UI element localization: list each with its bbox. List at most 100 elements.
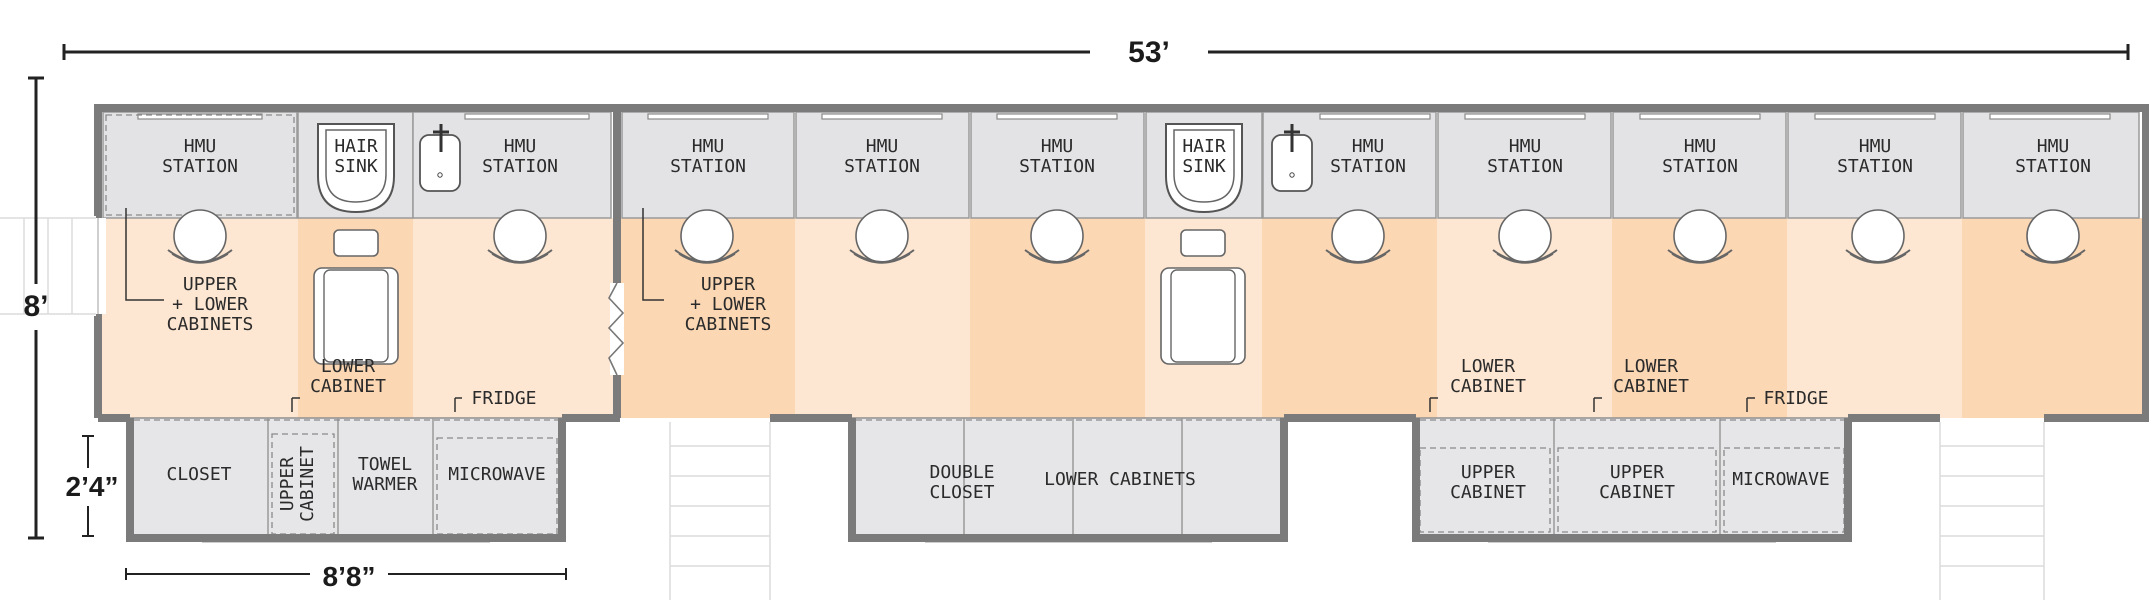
mirror-bar	[647, 113, 769, 120]
mirror-bar	[464, 113, 590, 120]
hmu-station-counter	[795, 111, 970, 219]
overall-length-label: 53’	[1128, 36, 1170, 69]
leader-line	[1593, 397, 1602, 412]
slide-wall	[126, 418, 566, 542]
stool-icon	[1845, 209, 1911, 264]
shampoo-chairs	[313, 229, 1246, 365]
stool-icon	[167, 209, 233, 264]
mirror-bar	[821, 113, 943, 120]
stools	[167, 209, 2086, 264]
faucet-icon	[433, 124, 449, 152]
mirror-bar	[1989, 113, 2111, 120]
stairs-bottom	[1939, 422, 2045, 600]
hair-sink-bowl	[317, 123, 395, 214]
drain-icon	[437, 172, 443, 178]
slide-depth-label: 2’4”	[66, 471, 119, 502]
drain-icon	[1289, 172, 1295, 178]
hmu-station-counter	[970, 111, 1145, 219]
stool-icon	[1667, 209, 1733, 264]
stool-icon	[674, 209, 740, 264]
lower-cabinets-label: LOWER CABINETS	[1044, 469, 1196, 490]
mirror-bar	[1464, 113, 1586, 120]
stool-icon	[2020, 209, 2086, 264]
folding-door-icon	[607, 282, 625, 376]
stool-icon	[1325, 209, 1391, 264]
stairs-bottom	[669, 422, 771, 600]
mirror-bar	[1814, 113, 1936, 120]
slide-out-box	[1415, 417, 1849, 537]
stool-icon	[849, 209, 915, 264]
mirror-bar	[1319, 113, 1431, 120]
entry-stairs	[0, 216, 96, 316]
hair-sink-bowls	[317, 123, 1243, 214]
width-label: 8’	[23, 290, 48, 323]
floor-zones	[98, 218, 2142, 418]
slide-wall	[1412, 418, 1852, 542]
upper-cabinet-outline	[1557, 447, 1717, 533]
slide-wall	[848, 418, 1288, 542]
leader-line	[1746, 397, 1755, 412]
leader-line	[454, 397, 462, 412]
hmu-station-counter	[102, 111, 298, 219]
shampoo-chair-icon	[313, 229, 399, 365]
mirror-bar	[1639, 113, 1761, 120]
folding-door-opening	[610, 283, 624, 375]
leader-line	[1429, 397, 1438, 412]
stairs	[0, 216, 2045, 600]
fridge-label: FRIDGE	[471, 388, 536, 409]
closet-label: CLOSET	[166, 464, 231, 485]
faucet-icon	[1284, 124, 1300, 152]
hmu-station-counter	[621, 111, 795, 219]
hair-sink-bowl	[1173, 129, 1235, 203]
walls	[94, 104, 2149, 542]
leader-line	[642, 208, 664, 301]
hair-sink-bowl	[1165, 123, 1243, 214]
exterior-wall	[94, 104, 2149, 422]
upper-cabinet-label: UPPERCABINET	[277, 446, 318, 522]
dimensions: 53’ 8’ 2’4” 8’8”	[23, 36, 2130, 592]
mirror-bars	[137, 113, 2111, 120]
hand-sinks	[419, 124, 1313, 192]
stool-icon	[1024, 209, 1090, 264]
mirror-bar	[996, 113, 1118, 120]
hair-sink-bowl	[325, 129, 387, 203]
mirror-bar	[137, 113, 263, 120]
stool-icon	[487, 209, 553, 264]
leader-line	[291, 397, 300, 412]
leader-line	[125, 208, 164, 301]
microwave-label: MICROWAVE	[1732, 469, 1830, 490]
station-counters	[102, 111, 2140, 219]
stool-icon	[1492, 209, 1558, 264]
fridge-label: FRIDGE	[1763, 388, 1828, 409]
microwave-label: MICROWAVE	[448, 464, 546, 485]
slide-length-label: 8’8”	[323, 561, 376, 592]
leaders	[125, 208, 1755, 412]
hmu-station-counter	[1612, 111, 1787, 219]
shampoo-chair-icon	[1160, 229, 1246, 365]
